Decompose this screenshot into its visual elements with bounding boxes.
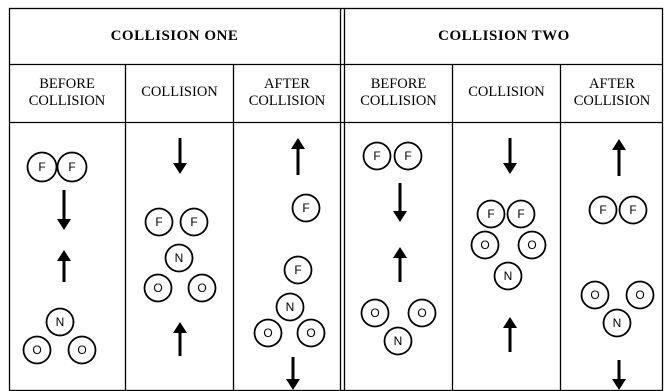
c1-before-up-arrow: [57, 250, 71, 282]
oxygen-atom-label: O: [153, 281, 162, 295]
collision-two-title: COLLISION TWO: [438, 28, 570, 44]
c1-before-line1: BEFORE: [39, 76, 95, 92]
c1-after-line1: AFTER: [264, 76, 310, 92]
fluorine-atom-label: F: [517, 207, 524, 221]
c2-during-header: COLLISION: [468, 84, 545, 100]
fluorine-atom-label: F: [404, 149, 411, 163]
fluorine-atom-label: F: [155, 215, 162, 229]
c2-after-line1: AFTER: [589, 76, 635, 92]
oxygen-atom-label: O: [197, 281, 206, 295]
c1-after-down-arrow: [286, 357, 300, 390]
table-border: [8, 7, 664, 391]
oxygen-atom-label: O: [77, 343, 86, 357]
c2-before-line2: COLLISION: [360, 93, 437, 109]
c2-after-line2: COLLISION: [573, 93, 651, 109]
nitrogen-atom-label: N: [56, 315, 65, 329]
nitrogen-atom-label: N: [394, 334, 403, 348]
nitrogen-atom-label: N: [504, 269, 513, 283]
fluorine-atom-label: F: [190, 215, 197, 229]
c1-during-header: COLLISION: [141, 84, 218, 100]
nitrogen-atom-label: N: [286, 300, 295, 314]
c1-after-line2: COLLISION: [248, 93, 326, 109]
c1-during-down-arrow: [173, 138, 187, 174]
c2-before-up-arrow: [393, 247, 407, 282]
c2-before-down-arrow: [393, 183, 407, 222]
oxygen-atom-label: O: [635, 288, 644, 302]
c2-after-up-arrow: [612, 139, 626, 176]
oxygen-atom-label: O: [306, 326, 315, 340]
fluorine-atom-label: F: [38, 160, 45, 174]
c2-after-no2-molecule: O ON: [580, 280, 655, 338]
oxygen-atom-label: O: [527, 238, 536, 252]
c1-after-header: AFTER COLLISION: [234, 76, 340, 110]
c2-after-down-arrow: [612, 360, 626, 390]
c1-after-up-arrow: [291, 138, 305, 175]
oxygen-atom-label: O: [480, 238, 489, 252]
collision-one-title: COLLISION ONE: [110, 28, 239, 44]
c2-after-header: AFTER COLLISION: [561, 76, 663, 110]
arrow-layer: [57, 138, 626, 390]
c2-during-complex-molecule: F F O O N: [470, 199, 547, 291]
c2-before-line1: BEFORE: [370, 76, 427, 92]
c1-during-up-arrow: [173, 322, 187, 356]
c1-before-header: BEFORE COLLISION: [9, 76, 125, 110]
oxygen-atom-label: O: [263, 326, 272, 340]
c1-before-down-arrow: [57, 190, 71, 230]
fluorine-atom-label: F: [302, 201, 309, 215]
oxygen-atom-label: O: [590, 288, 599, 302]
fluorine-atom-label: F: [487, 207, 494, 221]
c2-during-up-arrow: [503, 317, 517, 352]
nitrogen-atom-label: N: [175, 251, 184, 265]
oxygen-atom-label: O: [370, 306, 379, 320]
c1-after-fno2-molecule: F NO O: [253, 255, 326, 348]
fluorine-atom-label: F: [373, 149, 380, 163]
fluorine-atom-label: F: [68, 160, 75, 174]
c2-during-down-arrow: [503, 138, 517, 174]
fluorine-atom-label: F: [599, 203, 606, 217]
nitrogen-atom-label: N: [613, 316, 622, 330]
oxygen-atom-label: O: [32, 343, 41, 357]
oxygen-atom-label: O: [417, 306, 426, 320]
c2-before-header: BEFORE COLLISION: [345, 76, 452, 110]
c1-before-line2: COLLISION: [28, 93, 106, 109]
c1-during-complex-molecule: F F N O O: [143, 207, 217, 303]
fluorine-atom-label: F: [629, 203, 636, 217]
fluorine-atom-label: F: [294, 263, 301, 277]
c1-after-f-atom: F: [291, 193, 321, 223]
